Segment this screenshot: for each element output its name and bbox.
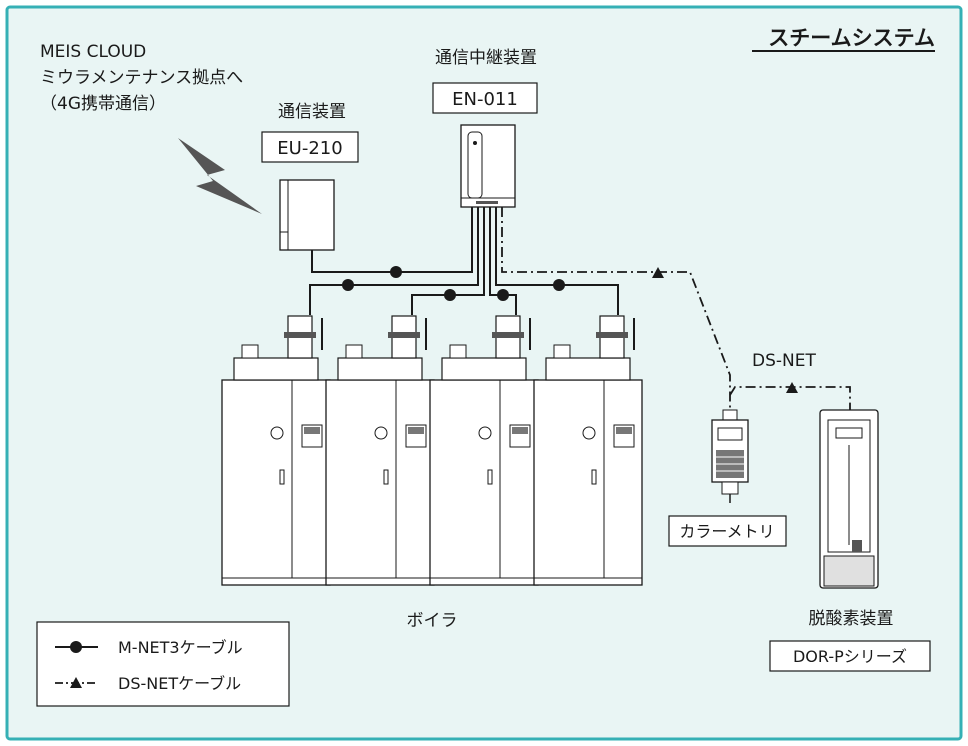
comm-device-label: 通信装置	[278, 102, 346, 122]
cloud-line-2: ミウラメンテナンス拠点へ	[40, 68, 243, 88]
ds-net-marker-1	[652, 267, 664, 278]
legend-triangle-icon	[70, 677, 82, 688]
cloud-line-3: （4G携帯通信）	[40, 94, 166, 114]
colorimetry-label: カラーメトリ	[679, 522, 774, 541]
relay-device-unit	[460, 124, 516, 208]
relay-device-label: 通信中継装置	[435, 48, 537, 68]
colorimetry-label-box	[668, 515, 787, 547]
diagram-title: スチームシステム	[768, 26, 935, 50]
boiler-bank	[221, 315, 643, 586]
boiler-unit	[533, 315, 643, 586]
relay-device-model: EN-011	[452, 89, 518, 110]
boiler-label: ボイラ	[407, 611, 458, 631]
comm-device-unit	[279, 179, 335, 251]
deoxygenator-unit	[819, 409, 879, 589]
legend-item-ds-net: DS-NETケーブル	[118, 674, 241, 693]
cloud-line-1: MEIS CLOUD	[40, 42, 146, 62]
comm-device-model: EU-210	[277, 138, 342, 159]
deoxygenator-model-box	[769, 640, 931, 672]
legend: M-NET3ケーブル DS-NETケーブル	[36, 621, 290, 707]
wireless-signal-icon	[178, 138, 262, 214]
legend-circle-icon	[70, 641, 82, 653]
ds-net-label: DS-NET	[752, 351, 816, 371]
deoxygenator-label: 脱酸素装置	[809, 609, 894, 629]
boiler-unit	[325, 315, 435, 586]
comm-device-model-box	[261, 131, 359, 163]
deoxygenator-model: DOR-Pシリーズ	[793, 647, 907, 666]
m-net3-nodes	[342, 266, 565, 301]
legend-box	[36, 621, 290, 707]
colorimetry-device	[711, 409, 749, 503]
relay-device-model-box	[432, 82, 538, 114]
ds-net-marker-2	[786, 382, 798, 393]
boiler-unit	[429, 315, 539, 586]
boiler-unit	[221, 315, 331, 586]
legend-item-m-net3: M-NET3ケーブル	[118, 638, 243, 657]
